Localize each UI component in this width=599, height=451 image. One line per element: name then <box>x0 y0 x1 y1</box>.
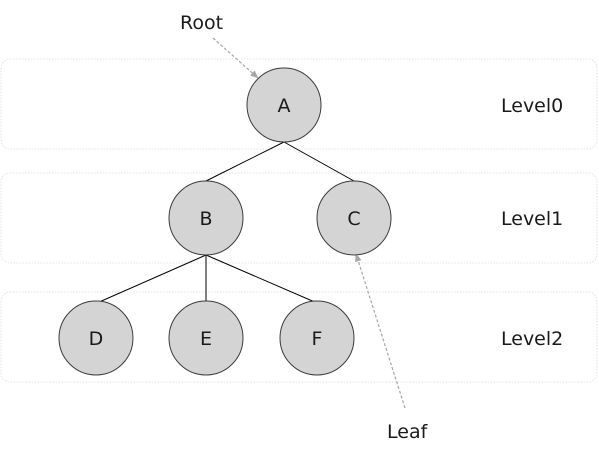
tree-node-b: B <box>168 180 244 256</box>
edge-a-c <box>283 141 355 182</box>
level-label-1: Level1 <box>501 208 563 230</box>
leaf-callout-label: Leaf <box>387 421 429 443</box>
tree-node-e: E <box>168 300 244 376</box>
level-label-0: Level0 <box>501 95 563 117</box>
tree-node-d: D <box>58 300 134 376</box>
node-label-a: A <box>278 95 291 117</box>
edge-b-f <box>205 254 318 304</box>
tree-node-c: C <box>316 180 392 256</box>
node-label-f: F <box>312 328 323 350</box>
leaf-pointer-arrow <box>355 253 406 409</box>
tree-nodes: A B C D E F <box>58 67 392 376</box>
node-label-e: E <box>200 328 212 350</box>
root-callout-label: Root <box>180 12 223 34</box>
level-band-1 <box>0 172 598 264</box>
edge-b-d <box>96 254 207 304</box>
level-label-2: Level2 <box>501 328 563 350</box>
tree-node-a: A <box>246 67 322 143</box>
callout-labels: Root Leaf <box>180 12 429 443</box>
callout-pointers <box>212 37 406 409</box>
node-label-c: C <box>347 208 360 230</box>
tree-edges <box>96 141 355 304</box>
node-label-b: B <box>199 208 212 230</box>
node-label-d: D <box>89 328 104 350</box>
level-labels: Level0 Level1 Level2 <box>501 95 563 350</box>
root-pointer-arrow <box>212 37 259 79</box>
tree-node-f: F <box>279 300 355 376</box>
edge-a-b <box>205 141 285 182</box>
